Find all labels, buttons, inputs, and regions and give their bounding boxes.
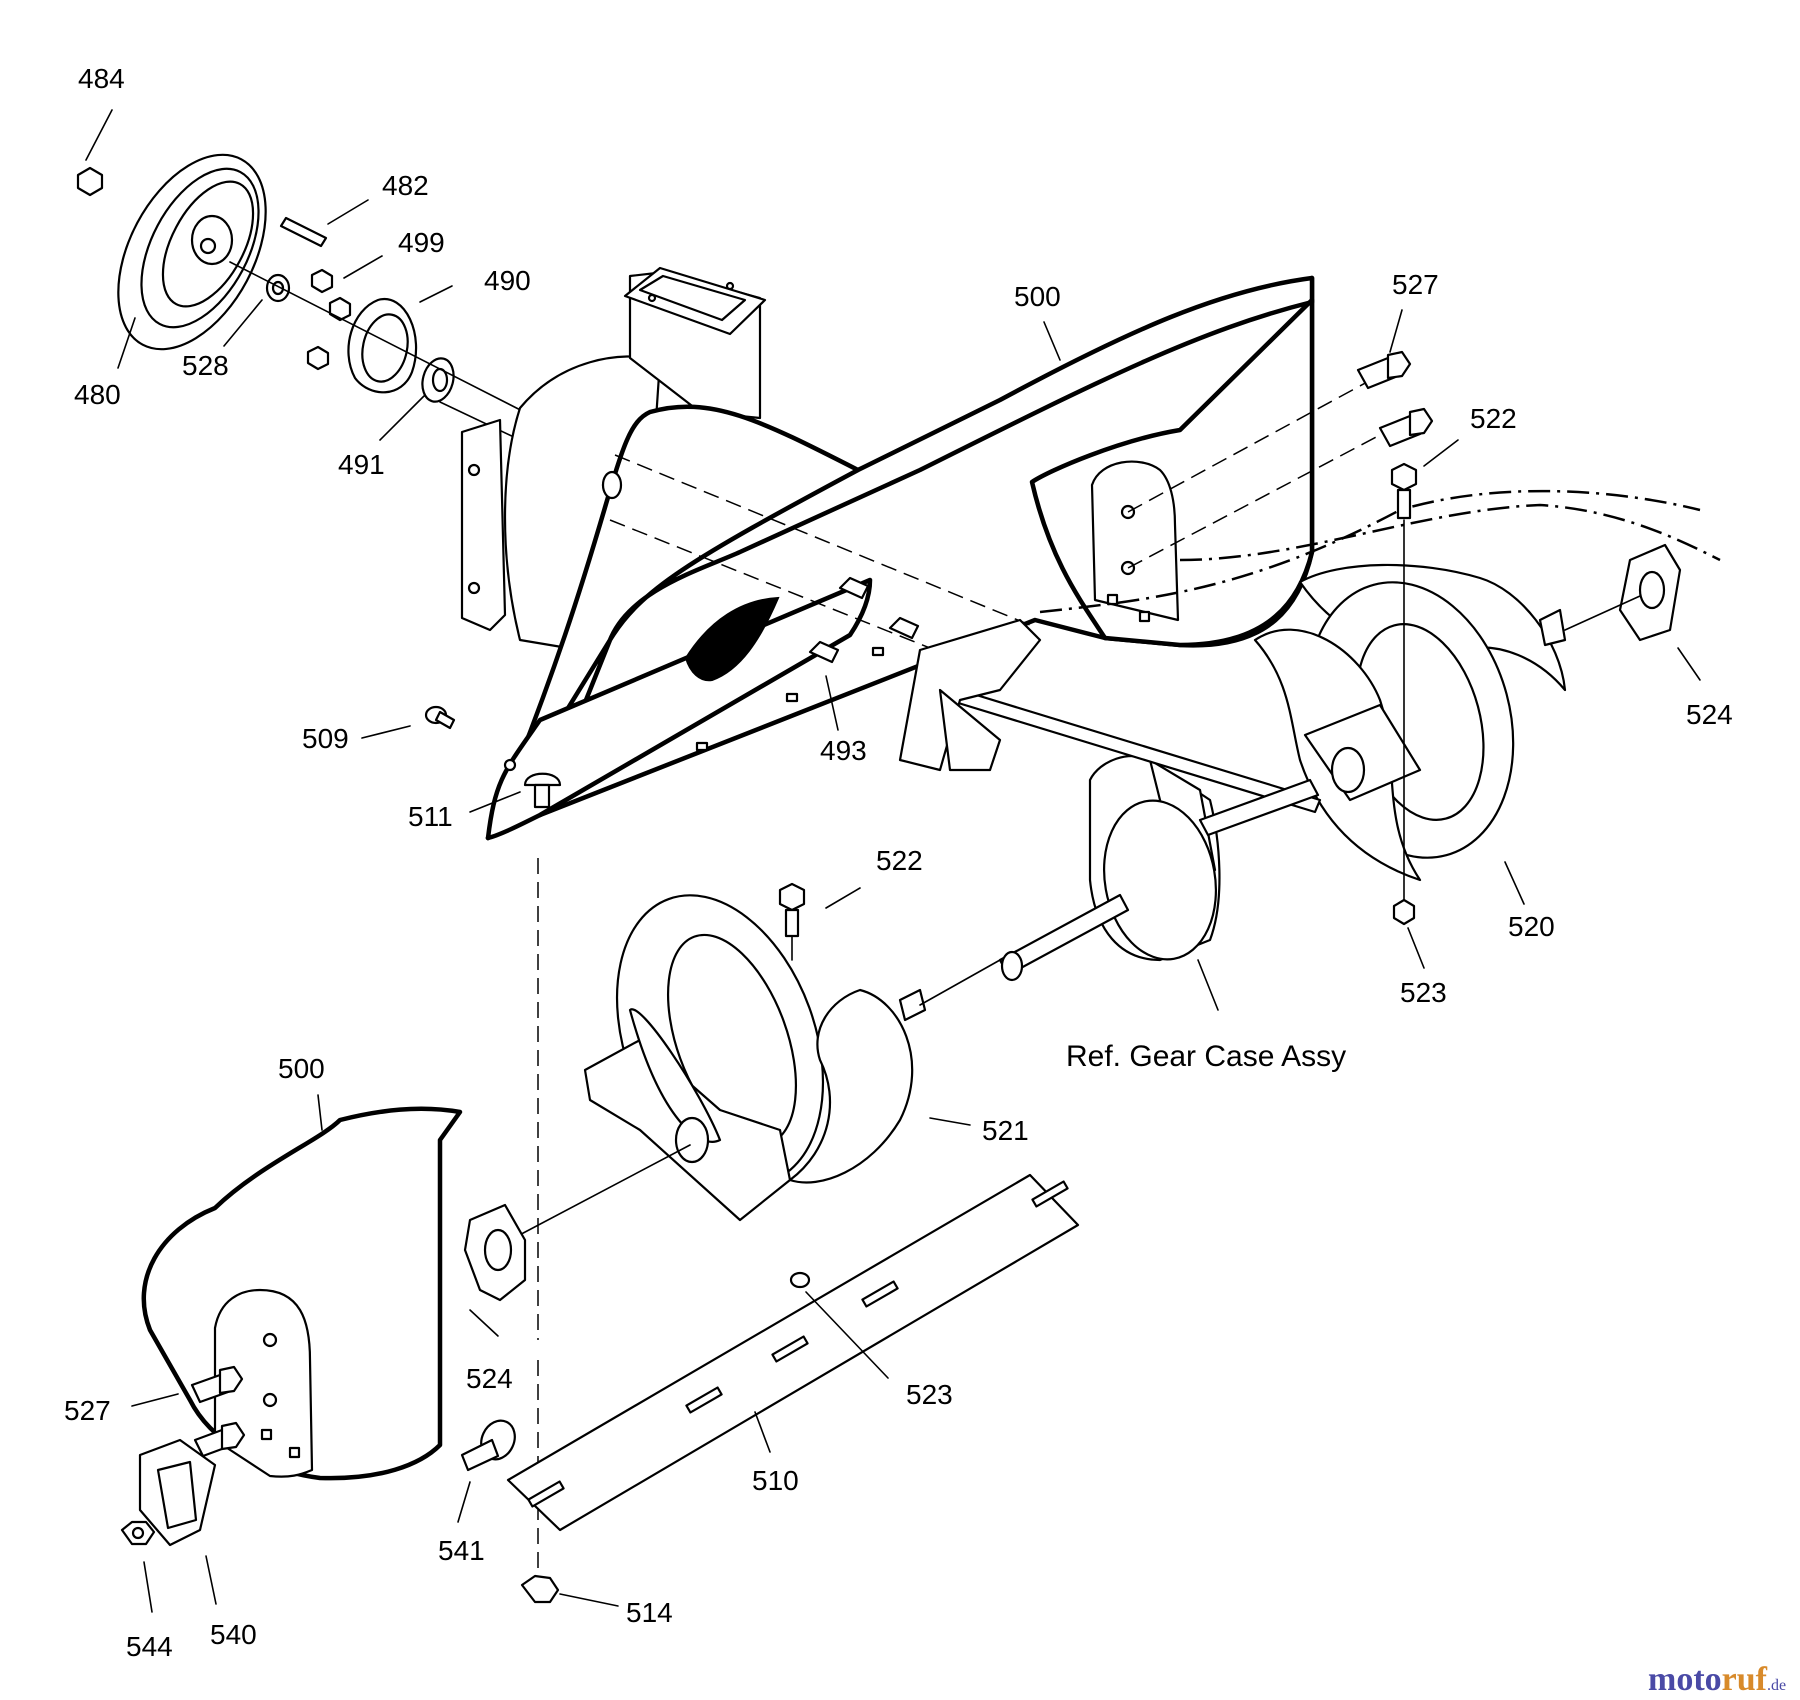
label-523-right: 523 [1400,977,1447,1008]
bolt-522-right [1390,462,1418,520]
label-524-right: 524 [1686,699,1733,730]
label-540: 540 [210,1619,257,1650]
label-522-top: 522 [1470,403,1517,434]
carriage-bolt-511 [523,772,562,809]
label-499: 499 [398,227,445,258]
bolts-527-bottom [190,1365,246,1458]
label-500-bottom: 500 [278,1053,325,1084]
nuts-499 [306,268,352,371]
label-484: 484 [78,63,125,94]
label-490: 490 [484,265,531,296]
bolt-509 [424,705,456,730]
washer-528 [265,273,291,303]
shave-plate-510 [506,1173,1080,1532]
label-482: 482 [382,170,429,201]
gear-case [1088,755,1221,962]
housing-500-bottom [141,1106,463,1481]
housing-500-top [460,266,1315,841]
bolt-522-mid [778,882,806,938]
auger-520 [1253,563,1567,882]
bearing-plate-524-left [463,1203,527,1302]
watermark: motoruf.de [1648,1661,1786,1698]
pulley-480 [117,153,267,351]
label-509: 509 [302,723,349,754]
label-480: 480 [74,379,121,410]
label-500-top: 500 [1014,281,1061,312]
key-482 [279,216,328,248]
label-493: 493 [820,735,867,766]
label-541: 541 [438,1535,485,1566]
label-528: 528 [182,350,229,381]
label-521: 521 [982,1115,1029,1146]
label-510: 510 [752,1465,799,1496]
nut-523-right [1392,898,1416,926]
label-522-mid: 522 [876,845,923,876]
label-527-bottom: 527 [64,1395,111,1426]
nut-544 [120,1520,156,1546]
nut-484 [76,166,104,197]
label-527-top: 527 [1392,269,1439,300]
nut-514 [520,1574,560,1604]
gear-case-note: Ref. Gear Case Assy [1066,1040,1346,1073]
label-523-mid: 523 [906,1379,953,1410]
label-520: 520 [1508,911,1555,942]
bolts-493 [808,576,920,664]
skid-shoe-540 [138,1438,217,1547]
label-524-left: 524 [466,1363,513,1394]
bearing-plate-524-right [1618,543,1682,642]
carriage-bolt-541 [460,1419,516,1472]
label-514: 514 [626,1597,673,1628]
flange-490 [347,297,418,394]
leader-lines [85,109,1701,1613]
label-511: 511 [408,801,453,832]
bearing-491 [421,357,455,403]
label-491: 491 [338,449,385,480]
label-544: 544 [126,1631,173,1662]
bolts-527-top [1356,350,1434,448]
auger-521 [583,894,927,1289]
gear-case-impeller [898,618,1042,772]
